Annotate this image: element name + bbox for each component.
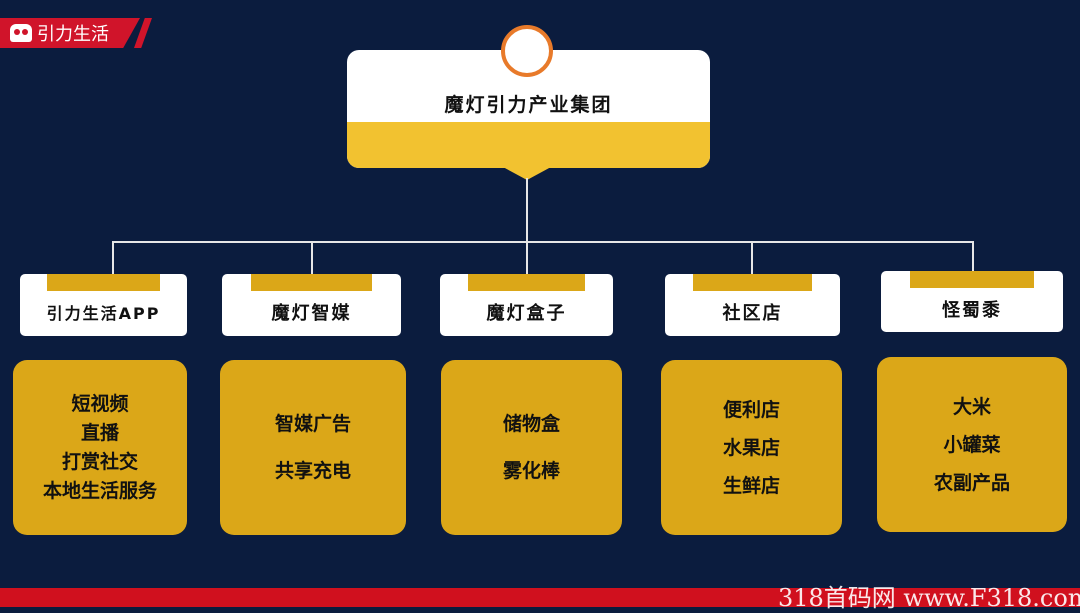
root-circle-ornament (501, 25, 553, 77)
branch-header: 怪蜀黍 (881, 271, 1063, 332)
logo-text: 引力生活 (37, 24, 109, 45)
item: 智媒广告 (274, 412, 351, 435)
root-node: 魔灯引力产业集团 (347, 50, 710, 168)
branch-header: 魔灯智媒 (222, 274, 401, 336)
branch-items: 智媒广告共享充电 (220, 360, 406, 535)
item: 农副产品 (933, 471, 1010, 494)
branch-header: 社区店 (665, 274, 840, 336)
connector-line (311, 241, 313, 275)
watermark: 318首码网 www.F318.com (778, 584, 1080, 612)
branch-items: 储物盒雾化棒 (441, 360, 622, 535)
footer-bar (0, 588, 1080, 607)
branch-title: 魔灯智媒 (271, 303, 352, 324)
branch-header: 魔灯盒子 (440, 274, 613, 336)
connector-line (112, 241, 974, 243)
root-pointer (503, 167, 551, 180)
item: 水果店 (722, 436, 780, 459)
item: 便利店 (722, 398, 780, 421)
item: 雾化棒 (502, 459, 560, 482)
connector-line (112, 241, 114, 275)
branch-items: 短视频直播打赏社交本地生活服务 (13, 360, 187, 535)
item: 直播 (80, 421, 119, 444)
branch-title: 社区店 (722, 303, 783, 324)
branch-title: 引力生活APP (46, 304, 161, 323)
item: 短视频 (71, 392, 129, 415)
root-title: 魔灯引力产业集团 (444, 94, 613, 116)
brand-logo: 引力生活 (0, 18, 140, 48)
connector-line (526, 241, 528, 275)
ghost-logo-icon (10, 24, 32, 42)
branch-items: 便利店水果店生鲜店 (661, 360, 842, 535)
item: 大米 (952, 395, 991, 418)
item: 本地生活服务 (42, 479, 157, 502)
branch-header: 引力生活APP (20, 274, 187, 336)
connector-line (972, 241, 974, 272)
branch-title: 怪蜀黍 (942, 299, 1002, 321)
item: 打赏社交 (61, 450, 138, 473)
item: 共享充电 (274, 459, 351, 482)
item: 储物盒 (502, 412, 560, 435)
item: 生鲜店 (722, 474, 780, 497)
connector-line (526, 178, 528, 243)
item: 小罐菜 (943, 433, 1001, 456)
branch-title: 魔灯盒子 (486, 303, 567, 324)
connector-line (751, 241, 753, 275)
branch-items: 大米小罐菜农副产品 (877, 357, 1067, 532)
